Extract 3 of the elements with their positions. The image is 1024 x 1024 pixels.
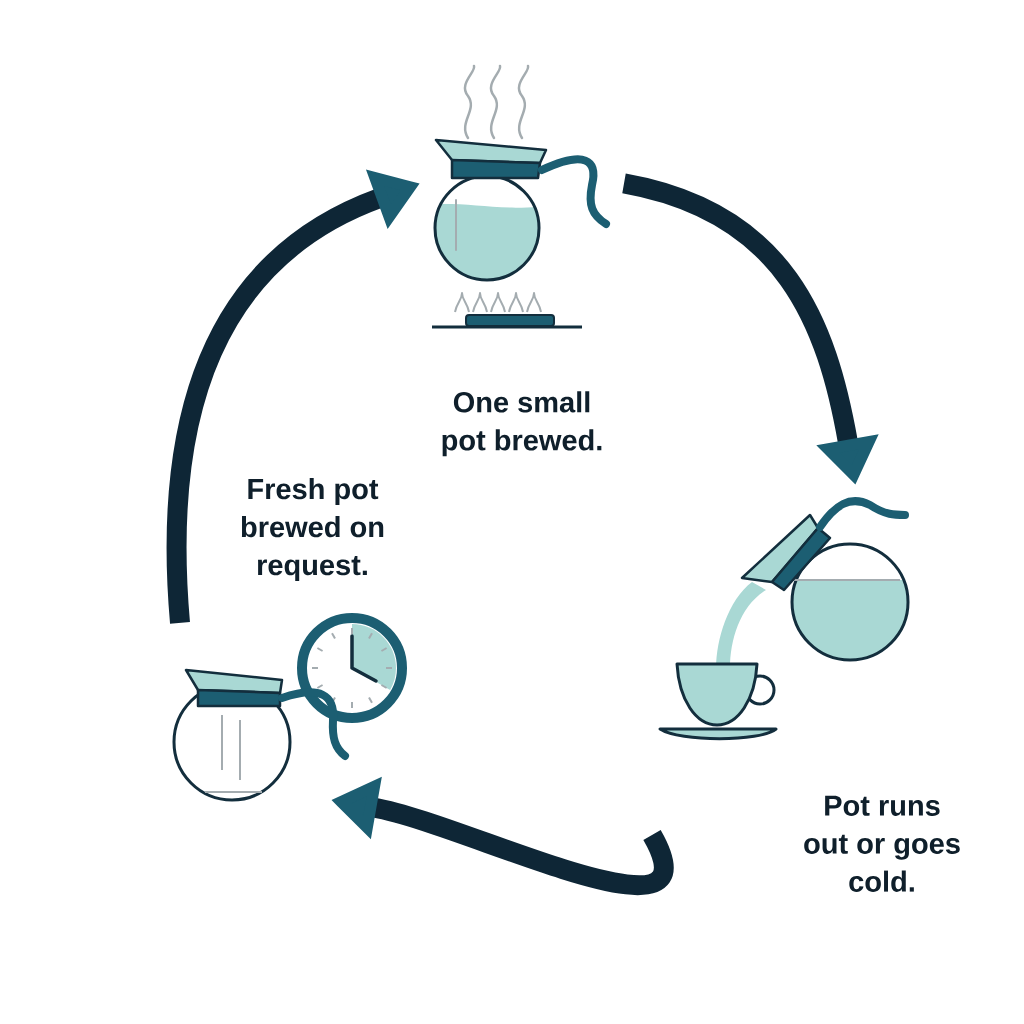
step-caption: Pot runs out or goes cold.	[804, 795, 960, 892]
step-caption: One small pot brewed.	[442, 391, 602, 457]
step-caption: Fresh pot brewed on request.	[241, 478, 384, 582]
